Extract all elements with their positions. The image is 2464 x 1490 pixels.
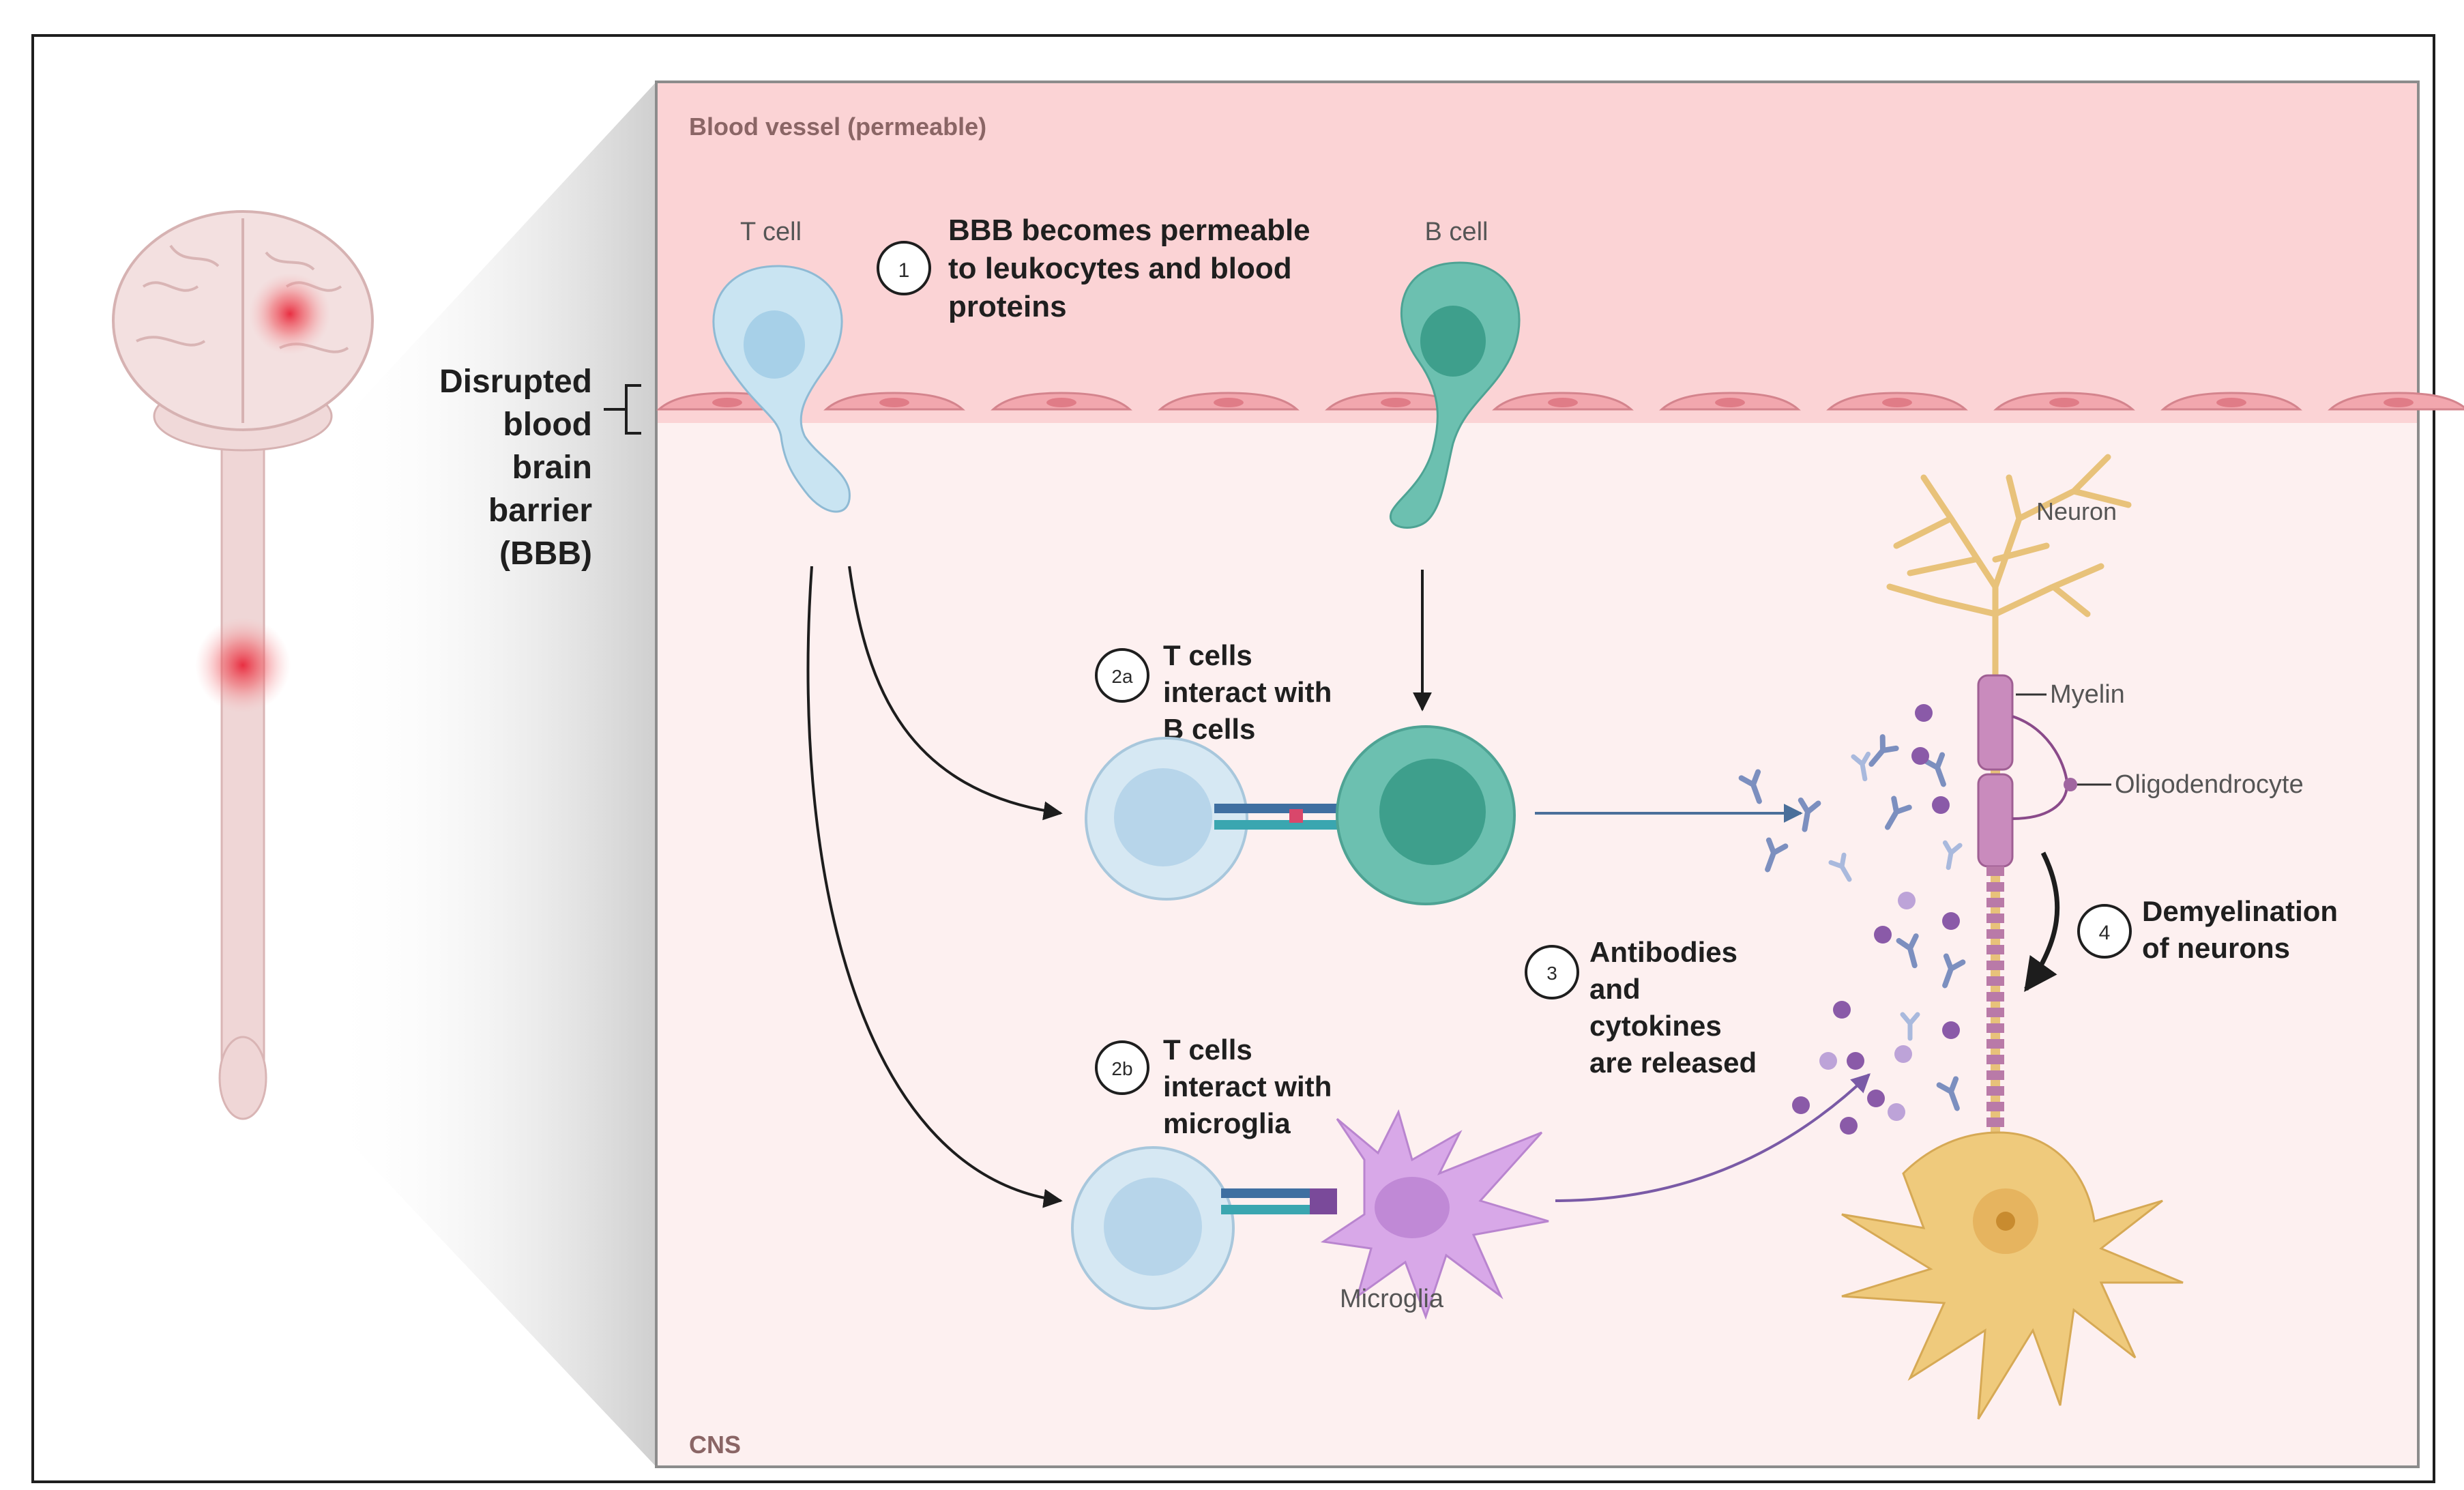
myelin-label: Myelin: [2050, 680, 2125, 709]
svg-text:Disrupted: Disrupted: [439, 364, 592, 400]
svg-text:brain: brain: [512, 450, 592, 486]
svg-text:cytokines: cytokines: [1589, 1010, 1722, 1042]
svg-text:are released: are released: [1589, 1047, 1757, 1079]
t-cell-label: T cell: [740, 218, 802, 246]
b-cell-transmigrating: [1389, 261, 1521, 529]
svg-text:proteins: proteins: [948, 290, 1067, 323]
blood-vessel-region: [658, 83, 2417, 423]
myelin-segment-upper: [1977, 674, 2014, 771]
svg-text:Demyelination: Demyelination: [2142, 895, 2338, 927]
cytokine-dot: [1888, 1103, 1905, 1121]
step-1-text: BBB becomes permeable to leukocytes and …: [948, 214, 1310, 323]
step-4-text: Demyelination of neurons: [2142, 895, 2338, 964]
cytokine-dot: [1915, 704, 1933, 722]
bbb-label: Disrupted blood brain barrier (BBB): [439, 364, 592, 572]
svg-text:of neurons: of neurons: [2142, 932, 2290, 964]
cytokine-dot: [1894, 1045, 1912, 1063]
cytokine-dot: [1874, 926, 1892, 944]
cytokine-dot: [1833, 1001, 1851, 1019]
step-4-marker: 4: [2077, 904, 2132, 959]
cytokine-dot: [1792, 1096, 1810, 1114]
neuron: [1841, 454, 2184, 1420]
svg-text:to leukocytes and blood: to leukocytes and blood: [948, 252, 1292, 285]
zoom-funnel: [327, 82, 656, 1467]
b-cell-label: B cell: [1425, 218, 1488, 246]
blood-vessel-label: Blood vessel (permeable): [689, 113, 986, 141]
svg-text:4: 4: [2099, 922, 2111, 944]
oligodendrocyte-label: Oligodendrocyte: [2115, 770, 2304, 799]
cytokine-dot: [1847, 1052, 1864, 1070]
svg-text:interact with: interact with: [1163, 1070, 1332, 1102]
cytokine-dot: [1898, 892, 1916, 909]
arrow-microglia-to-release: [1555, 1073, 1871, 1202]
microglia-label: Microglia: [1340, 1285, 1444, 1313]
svg-text:T cells: T cells: [1163, 639, 1252, 671]
svg-text:1: 1: [898, 259, 910, 282]
svg-text:T cells: T cells: [1163, 1034, 1252, 1066]
svg-text:BBB becomes permeable: BBB becomes permeable: [948, 214, 1310, 247]
arrow-demyelination: [2024, 851, 2060, 992]
cytokine-dot: [1942, 1021, 1960, 1039]
svg-text:microglia: microglia: [1163, 1107, 1291, 1139]
cytokine-dot: [1942, 912, 1960, 930]
cytokine-dot: [1932, 796, 1950, 814]
svg-text:3: 3: [1546, 963, 1557, 984]
brain-spinal-cord-icon: [112, 210, 374, 1120]
neuron-label: Neuron: [2036, 497, 2117, 525]
svg-text:Antibodies: Antibodies: [1589, 936, 1737, 968]
bbb-bracket: [604, 384, 641, 435]
cytokine-dot: [1911, 747, 1929, 765]
cns-label: CNS: [689, 1431, 741, 1459]
t-cell-transmigrating: [712, 265, 851, 513]
step-1-marker: 1: [877, 241, 931, 295]
t-cell-b-cell-interaction: [1085, 725, 1516, 905]
arrow-t-to-b-interaction: [848, 566, 1063, 821]
myelin-segment-lower: [1977, 773, 2014, 868]
svg-text:barrier: barrier: [488, 493, 592, 529]
cytokine-dot: [1840, 1117, 1858, 1135]
step-2b-marker: 2b: [1095, 1040, 1149, 1095]
oligodendrocyte-body: [2064, 778, 2077, 791]
svg-text:and: and: [1589, 973, 1641, 1005]
step-3-marker: 3: [1525, 945, 1579, 999]
svg-text:(BBB): (BBB): [499, 536, 592, 572]
svg-text:interact with: interact with: [1163, 676, 1332, 708]
cytokine-dot: [1867, 1090, 1885, 1107]
step-2b-text: T cells interact with microglia: [1163, 1034, 1332, 1139]
step-2a-marker: 2a: [1095, 648, 1149, 703]
t-cell-microglia-interaction: [1071, 1109, 1549, 1320]
step-3-text: Antibodies and cytokines are released: [1589, 936, 1757, 1079]
antibodies-cytokines-cluster: [1742, 704, 1965, 1135]
cytokine-dot: [1819, 1052, 1837, 1070]
endothelial-layer: [658, 392, 2464, 411]
svg-text:2a: 2a: [1111, 666, 1133, 687]
arrow-t-to-microglia-interaction: [806, 566, 1063, 1208]
svg-text:blood: blood: [503, 407, 592, 443]
svg-text:2b: 2b: [1111, 1058, 1132, 1079]
